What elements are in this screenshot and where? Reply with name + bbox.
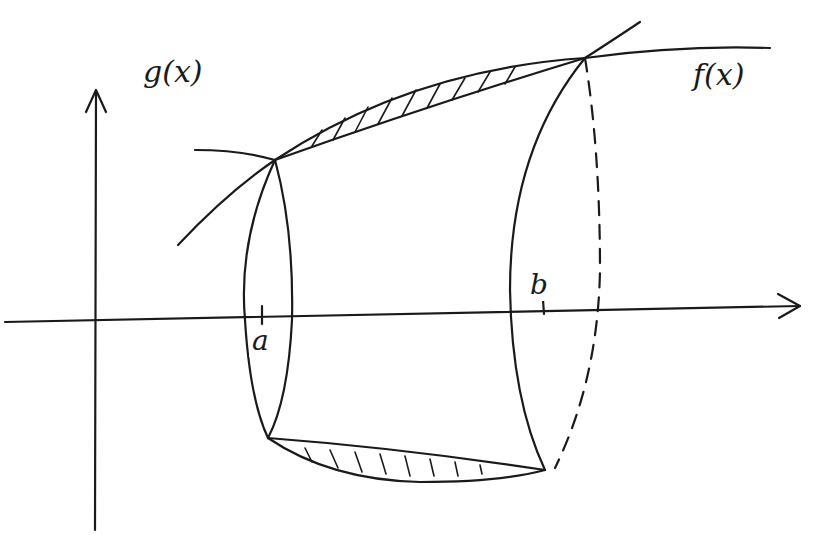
math-label: a — [249, 326, 272, 357]
y-axis — [95, 92, 96, 530]
x-axis — [5, 306, 800, 322]
math-label: b — [527, 270, 551, 301]
x-axis-arrow — [778, 294, 800, 318]
section-b-right — [555, 58, 600, 468]
math-label: g(x) — [140, 55, 206, 88]
section-b-left — [510, 58, 585, 470]
math-label: f(x) — [690, 58, 747, 91]
tick-a — [261, 306, 263, 324]
tick-b — [543, 300, 544, 314]
curve-f — [178, 22, 640, 245]
hatching-top — [312, 67, 515, 146]
hatching-bottom — [305, 448, 482, 476]
section-a-left — [244, 160, 275, 438]
reflect-outer — [268, 438, 545, 482]
section-a-right — [268, 160, 292, 438]
curve-g — [195, 47, 770, 160]
y-axis-arrow — [86, 90, 106, 112]
